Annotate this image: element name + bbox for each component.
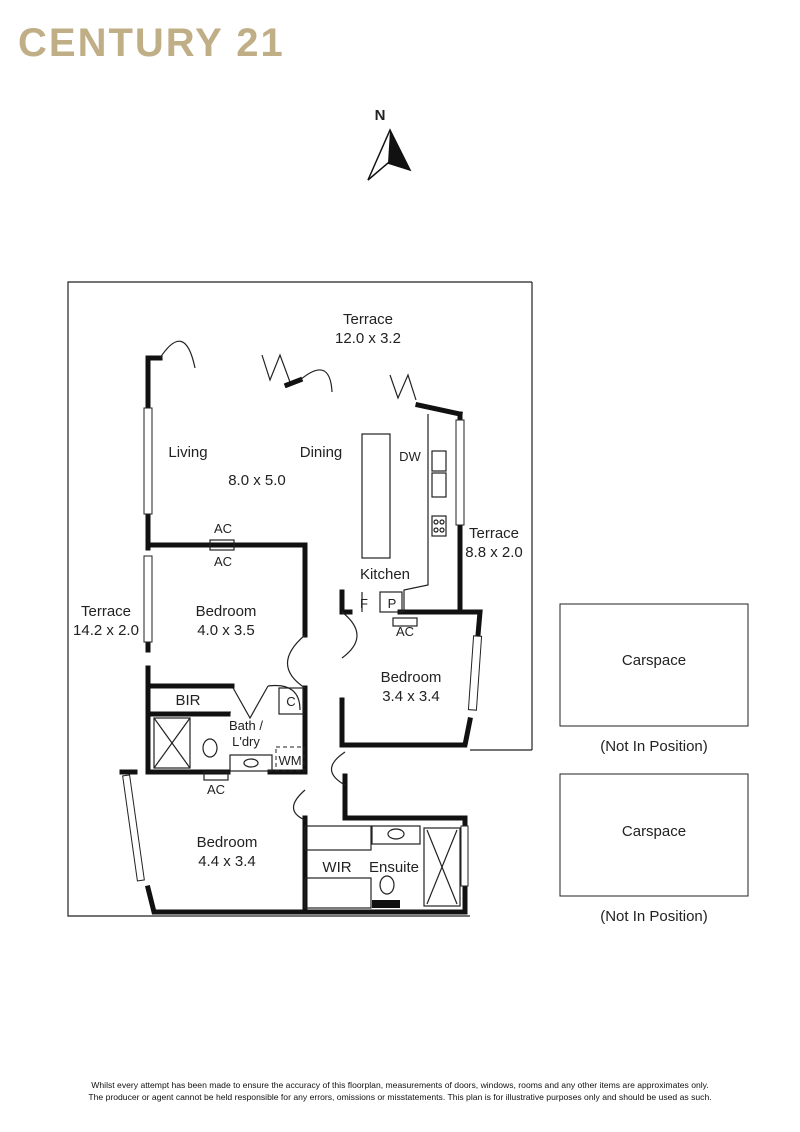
ac-unit-icon [392,617,418,627]
cooktop-icon [431,515,447,537]
compass-label: N [375,107,386,124]
terrace-east-size: 8.8 x 2.0 [465,544,523,561]
dishwasher-label: DW [399,449,421,464]
terrace-west-name: Terrace [81,603,131,620]
basin-icon [229,754,273,772]
bath-laundry-label-line2: L'dry [232,734,260,749]
carspace-2: Carspace (Not In Position) [559,773,749,925]
ac-label: AC [214,554,232,569]
sink-basin-icon [431,472,447,498]
ensuite-basin-icon [387,828,405,840]
washing-machine-label: WM [278,753,301,768]
terrace-north-size: 12.0 x 3.2 [335,330,401,347]
carspace-2-note: (Not In Position) [600,908,708,925]
walls [119,355,483,915]
carspace-1-label: Carspace [622,652,686,669]
ensuite-label: Ensuite [369,859,419,876]
bedroom2-size: 3.4 x 3.4 [382,688,440,705]
windows [122,407,483,887]
terrace-west-size: 14.2 x 2.0 [73,622,139,639]
living-label: Living [168,444,207,461]
terrace-east-name: Terrace [469,525,519,542]
ac-unit-icon [209,539,235,551]
partitions [147,414,461,909]
disclaimer: Whilst every attempt has been made to en… [0,1079,800,1103]
terrace-north-name: Terrace [343,311,393,328]
bath-laundry-label-line1: Bath / [229,718,263,733]
cupboard-label: C [286,694,295,709]
shower-icon [153,717,191,769]
floor-plan: N [67,107,749,925]
disclaimer-line-2: The producer or agent cannot be held res… [88,1092,712,1102]
carspace-1-note: (Not In Position) [600,738,708,755]
ac-label: AC [207,782,225,797]
doors [159,340,417,821]
toilet-icon [202,738,218,758]
brand-wordmark: CENTURY 21 [18,21,285,64]
pantry-label: P [388,596,397,611]
sink-icon [431,450,447,472]
carspace-1: Carspace (Not In Position) [559,603,749,755]
ac-label: AC [214,521,232,536]
bir-label: BIR [175,692,200,709]
fixtures [153,450,458,908]
bedroom2-name: Bedroom [381,669,442,686]
bedroom1-name: Bedroom [196,603,257,620]
property-boundary [67,281,532,917]
disclaimer-line-1: Whilst every attempt has been made to en… [91,1080,709,1090]
living-dining-size: 8.0 x 5.0 [228,472,286,489]
bedroom1-size: 4.0 x 3.5 [197,622,255,639]
kitchen-label: Kitchen [360,566,410,583]
century21-logo: CENTURY 21 [18,21,285,64]
bedroom3-size: 4.4 x 3.4 [198,853,256,870]
ensuite-toilet-icon [379,875,395,895]
room-labels: Terrace 12.0 x 3.2 Living Dining 8.0 x 5… [73,311,523,876]
carspace-2-label: Carspace [622,823,686,840]
wir-label: WIR [322,859,351,876]
ac-unit-icon [203,771,229,781]
bedroom3-name: Bedroom [197,834,258,851]
north-arrow-icon: N [367,107,412,181]
dining-label: Dining [300,444,343,461]
ac-label: AC [396,624,414,639]
fridge-label: F [360,596,368,611]
